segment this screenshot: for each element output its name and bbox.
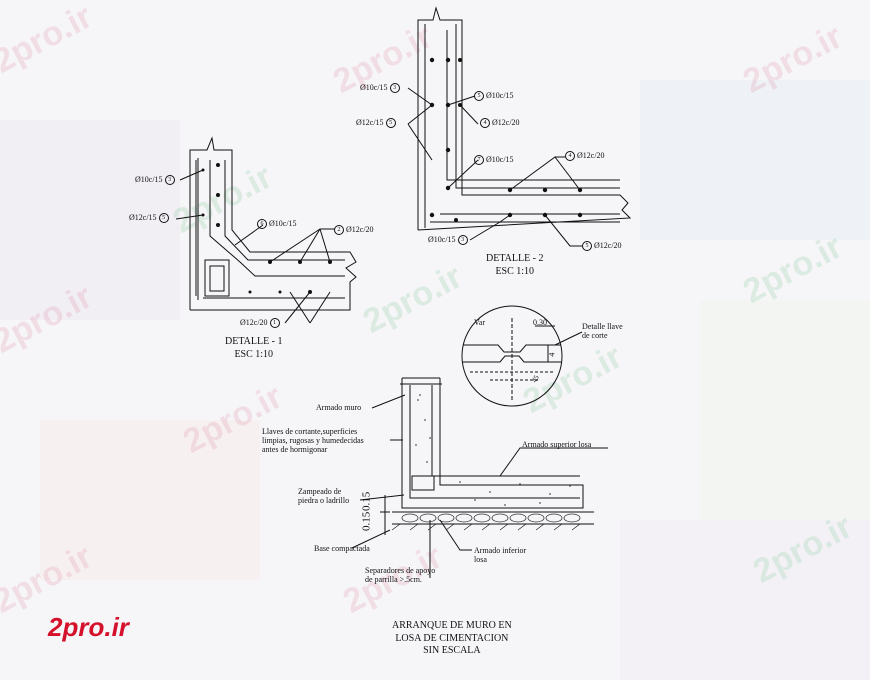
dim-label-b: 0.15 [360,511,373,531]
llave-dim: 0.30 [533,318,547,327]
detalle-2-drawing [407,6,632,247]
detalle-1-drawing [175,136,357,324]
dim-label-a: 0.15 [360,491,373,511]
armado-muro-label: Armado muro [316,403,362,412]
llave-var: Var [474,318,486,327]
armado-superior-label: Armado superior losa [522,440,592,449]
main-title: ARRANQUE DE MURO EN LOSA DE CIMENTACION … [392,620,512,656]
arranque-drawing [351,377,608,578]
logo: 2pro.ir [48,612,129,642]
base-label: Base compactada [314,544,370,553]
llave-detail-drawing [461,305,583,407]
llave-dim2: 4 [547,352,557,357]
